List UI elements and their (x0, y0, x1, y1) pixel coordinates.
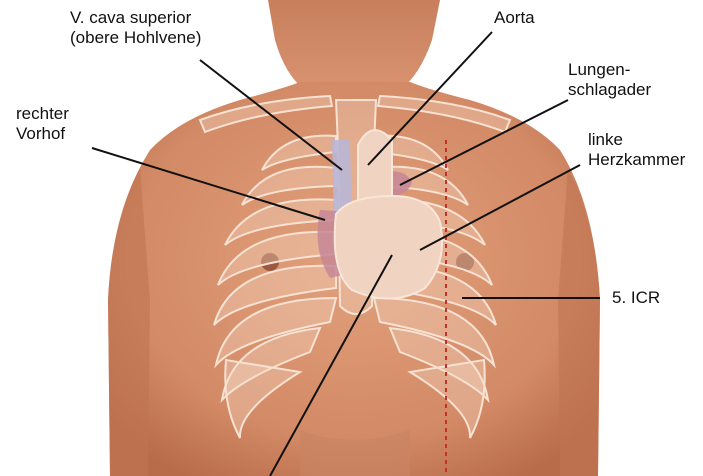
label-aorta: Aorta (494, 8, 535, 28)
label-vena-cava-line2: (obere Hohlvene) (70, 28, 201, 48)
label-right-atrium-line2: Vorhof (16, 124, 69, 144)
label-right-atrium: rechter Vorhof (16, 104, 69, 144)
neck (268, 0, 440, 90)
label-left-ventricle-line1: linke (588, 130, 685, 150)
label-aorta-line1: Aorta (494, 8, 535, 28)
label-icr-line1: 5. ICR (612, 288, 660, 308)
aorta-vessel (358, 130, 392, 200)
label-pulmonary-artery: Lungen- schlagader (568, 60, 651, 100)
label-left-ventricle-line2: Herzkammer (588, 150, 685, 170)
label-right-atrium-line1: rechter (16, 104, 69, 124)
label-pulmonary-artery-line2: schlagader (568, 80, 651, 100)
label-vena-cava-line1: V. cava superior (70, 8, 201, 28)
label-vena-cava: V. cava superior (obere Hohlvene) (70, 8, 201, 48)
label-left-ventricle: linke Herzkammer (588, 130, 685, 170)
label-pulmonary-artery-line1: Lungen- (568, 60, 651, 80)
label-icr: 5. ICR (612, 288, 660, 308)
